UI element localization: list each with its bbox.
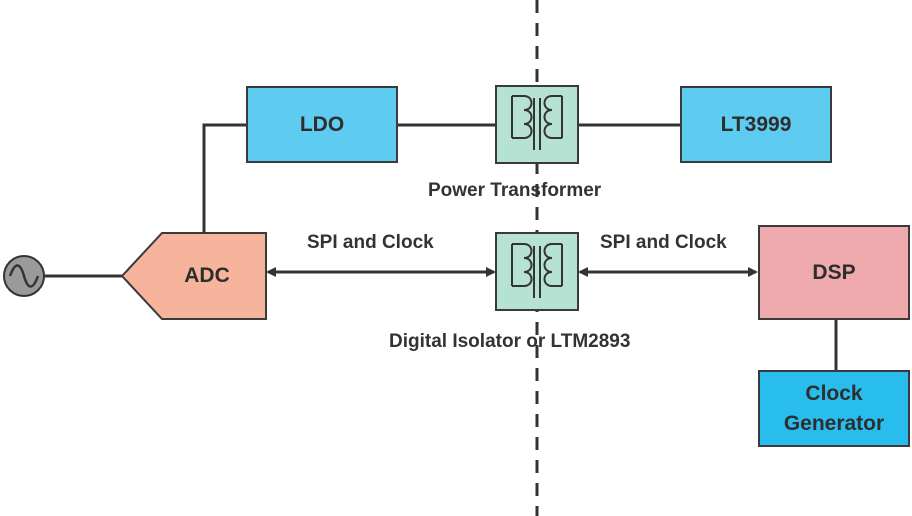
clock-generator-label-line2: Generator (783, 411, 885, 435)
adc-label: ADC (184, 264, 230, 287)
transformer-icon (495, 85, 579, 164)
adc-ldo-wire (202, 123, 246, 233)
isolator-label: Digital Isolator or LTM2893 (389, 331, 631, 352)
spi-left-label: SPI and Clock (307, 232, 434, 253)
ldo-block: LDO (246, 86, 398, 163)
lt3999-label: LT3999 (720, 112, 792, 136)
dsp-block: DSP (758, 225, 910, 320)
lt3999-block: LT3999 (680, 86, 832, 163)
ldo-label: LDO (299, 112, 345, 136)
dsp-label: DSP (812, 260, 856, 284)
clock-generator-block: Clock Generator (758, 370, 910, 447)
transformer-icon (495, 232, 579, 311)
spi-right-label: SPI and Clock (600, 232, 727, 253)
sine-source-icon (3, 255, 45, 297)
power-transformer-label: Power Transformer (428, 180, 602, 201)
clock-generator-label-line1: Clock (805, 381, 863, 405)
